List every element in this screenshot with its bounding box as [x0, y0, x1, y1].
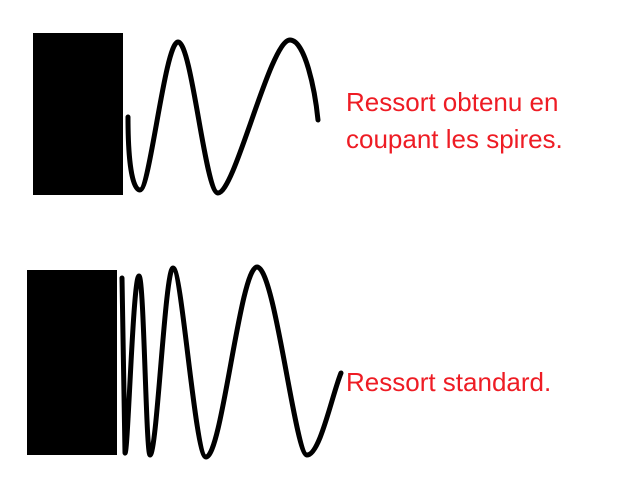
cut-spring-base-block — [33, 33, 123, 195]
cut-spring-label-line2: coupant les spires. — [346, 124, 563, 154]
cut-spring-label: Ressort obtenu en coupant les spires. — [346, 84, 563, 158]
cut-spring-label-line1: Ressort obtenu en — [346, 87, 559, 117]
standard-spring-label: Ressort standard. — [346, 367, 552, 397]
standard-spring-coil — [119, 264, 344, 460]
standard-spring — [27, 264, 344, 460]
cut-spring — [33, 33, 321, 196]
cut-spring-coil — [125, 37, 321, 196]
standard-spring-base-block — [27, 270, 117, 455]
